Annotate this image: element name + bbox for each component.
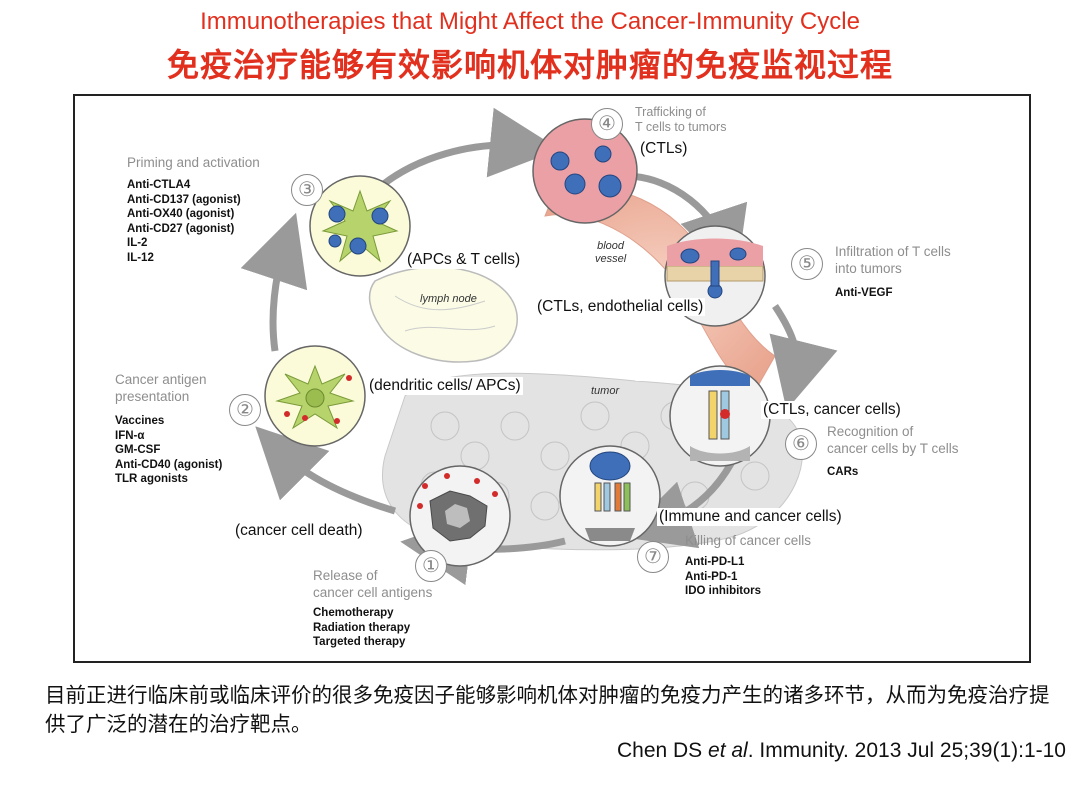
blood-vessel-label-line: blood	[597, 240, 625, 252]
citation: Chen DS et al. Immunity. 2013 Jul 25;39(…	[617, 739, 1066, 763]
cycle-diagram-art	[240, 107, 838, 586]
blood-vessel-label-line: vessel	[595, 253, 627, 265]
step4-cell-label: (CTLs)	[638, 140, 690, 158]
therapy-item: IL-2	[127, 237, 148, 249]
step5-therapies: Anti-VEGF	[835, 286, 893, 301]
step5-heading-line: into tumors	[835, 261, 902, 276]
title-chinese: 免疫治疗能够有效影响机体对肿瘤的免疫监视过程	[166, 46, 893, 84]
step4-circle	[532, 118, 638, 224]
arrow-2-to-3	[240, 212, 308, 352]
lymph-node-label: lymph node	[420, 293, 477, 305]
diagram-frame: Priming and activation ③ Anti-CTLA4 Anti…	[73, 94, 1031, 663]
step1-heading-line: Release of	[313, 568, 378, 583]
therapy-item: TLR agonists	[115, 473, 188, 485]
therapy-item: Vaccines	[115, 415, 165, 427]
therapy-item: Anti-PD-L1	[685, 556, 745, 568]
step2-heading-line: Cancer antigen	[115, 372, 207, 387]
step3-cell-label: (APCs & T cells)	[405, 251, 523, 269]
therapy-item: Anti-CD27 (agonist)	[127, 222, 235, 235]
step7-cell-label: (Immune and cancer cells)	[657, 508, 844, 526]
step2-number: ②	[229, 394, 261, 426]
step5-heading-line: Infiltration of T cells	[835, 244, 951, 259]
step1-heading-line: cancer cell antigens	[313, 585, 433, 600]
citation-etal: et al	[708, 739, 748, 762]
therapy-item: Anti-OX40 (agonist)	[127, 208, 235, 220]
therapy-item: Anti-CD40 (agonist)	[115, 458, 223, 471]
therapy-item: Radiation therapy	[313, 621, 411, 634]
step6-cell-label: (CTLs, cancer cells)	[761, 401, 903, 419]
step1-heading: Release of cancer cell antigens	[313, 567, 432, 601]
therapy-item: GM-CSF	[115, 444, 161, 456]
step6-therapies: CARs	[827, 465, 858, 480]
step4-heading: Trafficking of T cells to tumors	[635, 105, 726, 135]
step5-heading: Infiltration of T cells into tumors	[835, 243, 951, 277]
step7-therapies: Anti-PD-L1 Anti-PD-1 IDO inhibitors	[685, 555, 761, 599]
step6-heading-line: cancer cells by T cells	[827, 441, 959, 456]
title-english: Immunotherapies that Might Affect the Ca…	[200, 8, 860, 35]
therapy-item: IFN-α	[115, 429, 145, 442]
citation-authors: Chen DS	[616, 739, 709, 762]
step1-cell-label: (cancer cell death)	[233, 522, 365, 540]
lymph-node	[368, 266, 518, 363]
therapy-item: Targeted therapy	[313, 636, 406, 648]
step3-number: ③	[291, 174, 323, 206]
citation-journal: . Immunity. 2013 Jul 25;39(1):1-10	[747, 739, 1066, 762]
therapy-item: Anti-CD137 (agonist)	[127, 193, 241, 206]
blood-vessel-label: blood vessel	[595, 240, 626, 266]
step3-therapies: Anti-CTLA4 Anti-CD137 (agonist) Anti-OX4…	[127, 178, 241, 265]
therapy-item: Anti-PD-1	[685, 570, 738, 583]
arrow-1-to-2	[255, 426, 397, 515]
step6-heading: Recognition of cancer cells by T cells	[827, 423, 959, 457]
therapy-item: IL-12	[127, 251, 154, 264]
step5-cell-label: (CTLs, endothelial cells)	[535, 298, 706, 316]
step4-number: ④	[591, 108, 623, 140]
step3-heading: Priming and activation	[127, 155, 260, 170]
therapy-item: IDO inhibitors	[685, 585, 762, 597]
step7-number: ⑦	[637, 541, 669, 573]
therapy-item: Anti-CTLA4	[127, 179, 191, 191]
step2-heading: Cancer antigen presentation	[115, 371, 207, 405]
therapy-item: Anti-VEGF	[835, 287, 893, 299]
step6-heading-line: Recognition of	[827, 424, 914, 439]
therapy-item: Chemotherapy	[313, 607, 394, 619]
step6-number: ⑥	[785, 428, 817, 460]
footer-description: 目前正进行临床前或临床评价的很多免疫因子能够影响机体对肿瘤的免疫力产生的诸多环节…	[45, 683, 1050, 736]
therapy-item: CARs	[827, 466, 859, 478]
tumor-label: tumor	[591, 385, 620, 397]
arrow-3-to-4	[372, 107, 560, 194]
step2-heading-line: presentation	[115, 389, 190, 404]
step1-therapies: Chemotherapy Radiation therapy Targeted …	[313, 606, 410, 650]
step1-number: ①	[415, 550, 447, 582]
step7-heading: Killing of cancer cells	[685, 533, 812, 548]
arrow-5-to-6	[769, 304, 838, 410]
step2-cell-label: (dendritic cells/ APCs)	[367, 377, 523, 395]
step5-number: ⑤	[791, 248, 823, 280]
step4-heading-line: Trafficking of	[635, 105, 706, 119]
step4-heading-line: T cells to tumors	[635, 120, 727, 134]
step2-therapies: Vaccines IFN-α GM-CSF Anti-CD40 (agonist…	[115, 414, 222, 487]
